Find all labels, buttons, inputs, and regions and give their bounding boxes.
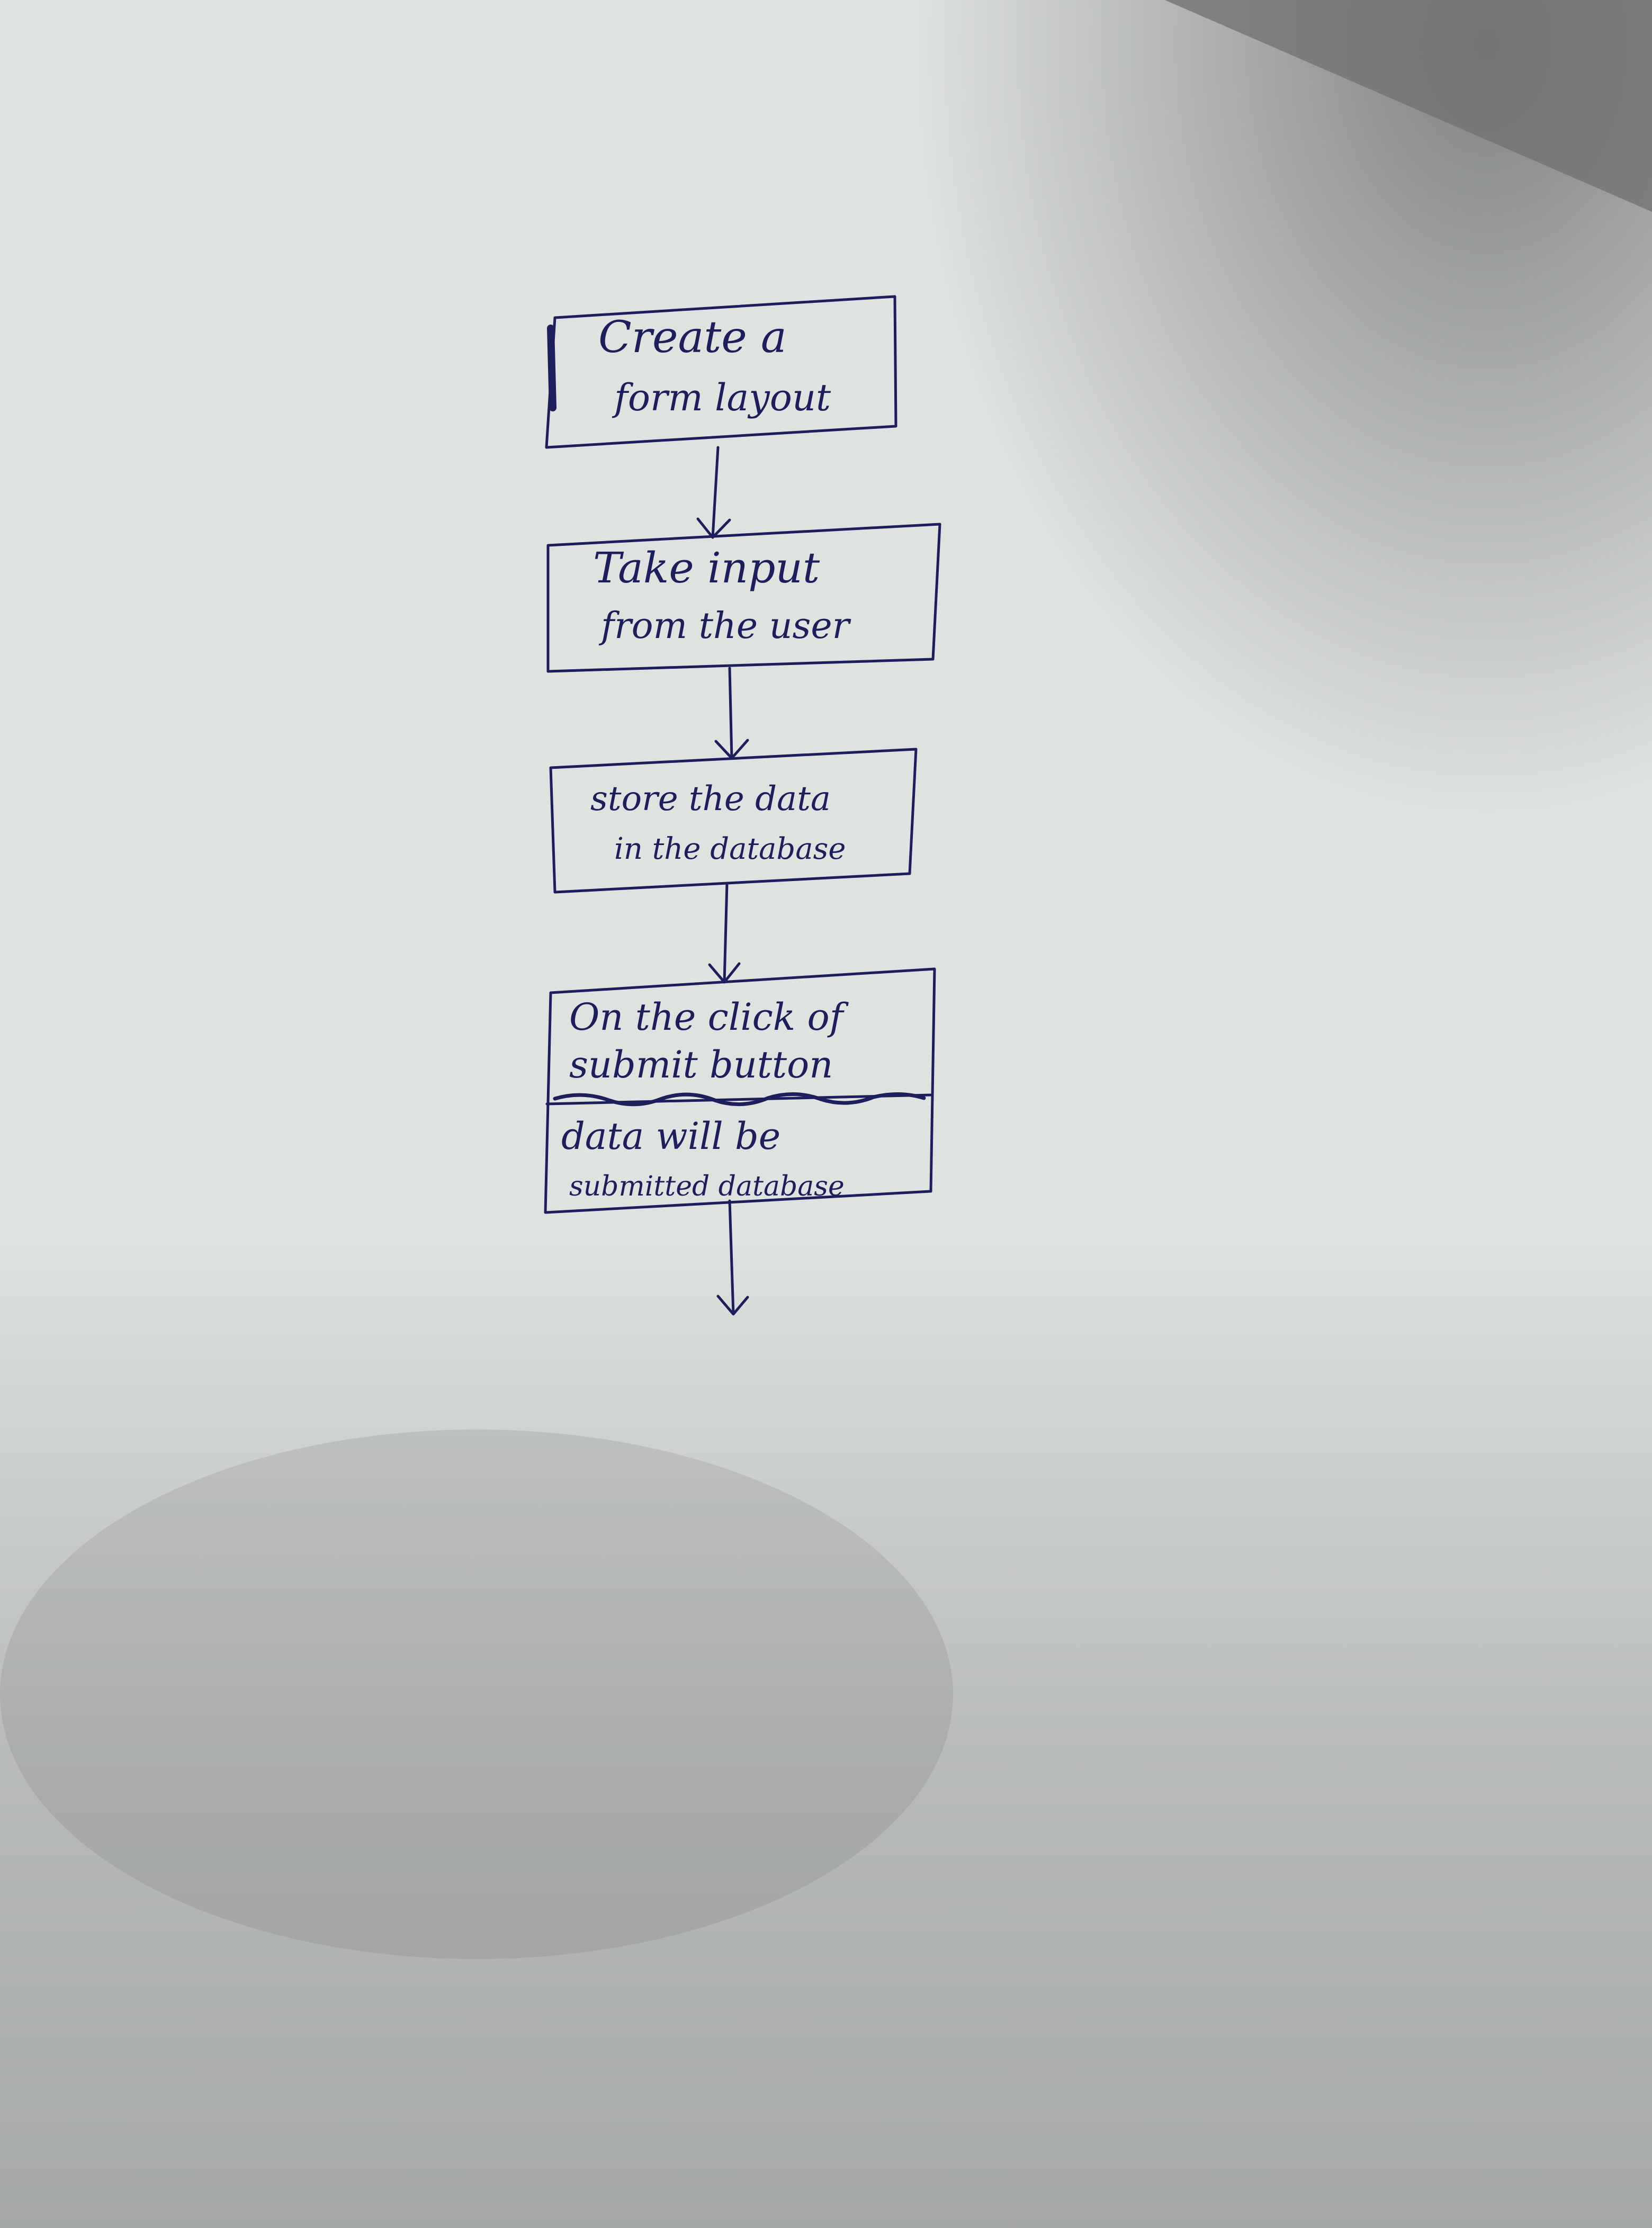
hand-shadow	[0, 1430, 953, 1959]
step-2-line-2: from the user	[598, 605, 851, 647]
arrow-1	[696, 446, 731, 539]
step-1-line-1: Create a	[598, 312, 787, 363]
step-4-line-4: submitted database	[569, 1171, 845, 1202]
step-3-line-2: in the database	[614, 832, 846, 866]
step-1-line-2: form layout	[612, 376, 831, 419]
step-4-line-3: data will be	[561, 1115, 780, 1158]
scribble-strike	[553, 1092, 926, 1107]
arrow-2	[714, 667, 749, 760]
step-4-line-1: On the click of	[569, 995, 849, 1039]
box-submit	[544, 967, 936, 1214]
step-2-line-1: Take input	[593, 543, 820, 592]
step-3-line-1: store the data	[590, 779, 831, 819]
box-take-input	[546, 523, 941, 673]
box-store-data	[549, 748, 918, 894]
arrow-4	[716, 1199, 749, 1316]
step-4-line-2: submit button	[569, 1043, 833, 1086]
arrow-3	[708, 882, 741, 984]
ink-mark	[547, 325, 556, 411]
